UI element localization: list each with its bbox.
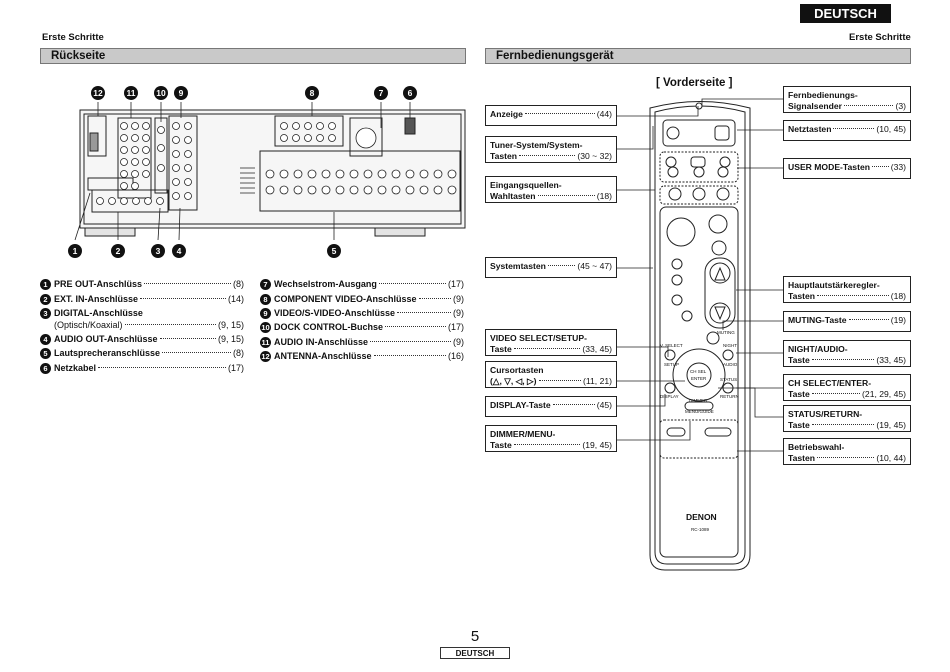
setup-label: SETUP bbox=[664, 362, 680, 367]
rear-badge-11: 11 bbox=[124, 86, 138, 100]
chapter-label-left: Erste Schritte bbox=[42, 32, 104, 43]
night-label: NIGHT bbox=[723, 343, 737, 348]
footer-language-tab: DEUTSCH bbox=[440, 647, 510, 659]
callout-dimmer-menu: DIMMER/MENU- Taste(19, 45) bbox=[485, 425, 617, 452]
callout-status-return: STATUS/RETURN- Taste(19, 45) bbox=[783, 405, 911, 432]
callout-signalsender: Fernbedienungs- Signalsender(3) bbox=[783, 86, 911, 113]
chapter-label-right: Erste Schritte bbox=[849, 32, 911, 43]
legend-item-sub: (Optisch/Koaxial)(9, 15) bbox=[54, 320, 244, 330]
rear-badge-10: 10 bbox=[154, 86, 168, 100]
callout-hauptlautstaerke: Hauptlautstärkeregler- Tasten(18) bbox=[783, 276, 911, 303]
return-label: RETURN bbox=[720, 394, 739, 399]
status-label: STATUS bbox=[720, 377, 738, 382]
callout-netztasten: Netztasten(10, 45) bbox=[783, 120, 911, 141]
page-number: 5 bbox=[470, 628, 480, 645]
callout-betriebswahl: Betriebswahl- Tasten(10, 44) bbox=[783, 438, 911, 465]
language-tab: DEUTSCH bbox=[800, 4, 891, 23]
menu-guide-label: MENU/GUIDE bbox=[685, 409, 714, 414]
callout-night-audio: NIGHT/AUDIO- Taste(33, 45) bbox=[783, 340, 911, 367]
callout-tuner-system: Tuner-System/System- Tasten(30 ~ 32) bbox=[485, 136, 617, 163]
callout-display: DISPLAY-Taste(45) bbox=[485, 396, 617, 417]
callout-anzeige: Anzeige(44) bbox=[485, 105, 617, 126]
enter-label: ENTER bbox=[691, 376, 707, 381]
callout-ch-select: CH SELECT/ENTER- Taste(21, 29, 45) bbox=[783, 374, 911, 401]
rear-panel-diagram bbox=[74, 102, 466, 241]
rear-badge-8: 8 bbox=[305, 86, 319, 100]
muting-label: MUTING bbox=[717, 330, 735, 335]
rear-badge-12: 12 bbox=[91, 86, 105, 100]
dimmer-label: DIMMER bbox=[689, 398, 708, 403]
callout-eingangsquellen: Eingangsquellen- Wahltasten(18) bbox=[485, 176, 617, 203]
model-label: RC-1089 bbox=[691, 527, 710, 532]
remote-control-diagram bbox=[649, 101, 751, 571]
rear-badge-9: 9 bbox=[174, 86, 188, 100]
rear-badge-6: 6 bbox=[403, 86, 417, 100]
rear-badge-3: 3 bbox=[151, 244, 165, 258]
remote-view-title: [ Vorderseite ] bbox=[656, 77, 733, 89]
rear-badge-2: 2 bbox=[111, 244, 125, 258]
callout-muting: MUTING-Taste(19) bbox=[783, 311, 911, 332]
rear-badge-7: 7 bbox=[374, 86, 388, 100]
rear-badge-1: 1 bbox=[68, 244, 82, 258]
callout-video-select: VIDEO SELECT/SETUP- Taste(33, 45) bbox=[485, 329, 617, 356]
callout-cursortasten: Cursortasten (△, ▽, ◁, ▷)(11, 21) bbox=[485, 361, 617, 388]
ch-sel-label: CH SEL bbox=[690, 369, 707, 374]
brand-logo: DENON bbox=[686, 512, 717, 522]
display-label: DISPLAY bbox=[660, 394, 679, 399]
callout-user-mode: USER MODE-Tasten(33) bbox=[783, 158, 911, 179]
audio-label: AUDIO bbox=[723, 362, 738, 367]
rear-badge-5: 5 bbox=[327, 244, 341, 258]
callout-systemtasten: Systemtasten(45 ~ 47) bbox=[485, 257, 617, 278]
section-bar-remote: Fernbedienungsgerät bbox=[485, 48, 911, 64]
v-select-label: V. SELECT bbox=[660, 343, 683, 348]
rear-badge-4: 4 bbox=[172, 244, 186, 258]
section-bar-rear: Rückseite bbox=[40, 48, 466, 64]
